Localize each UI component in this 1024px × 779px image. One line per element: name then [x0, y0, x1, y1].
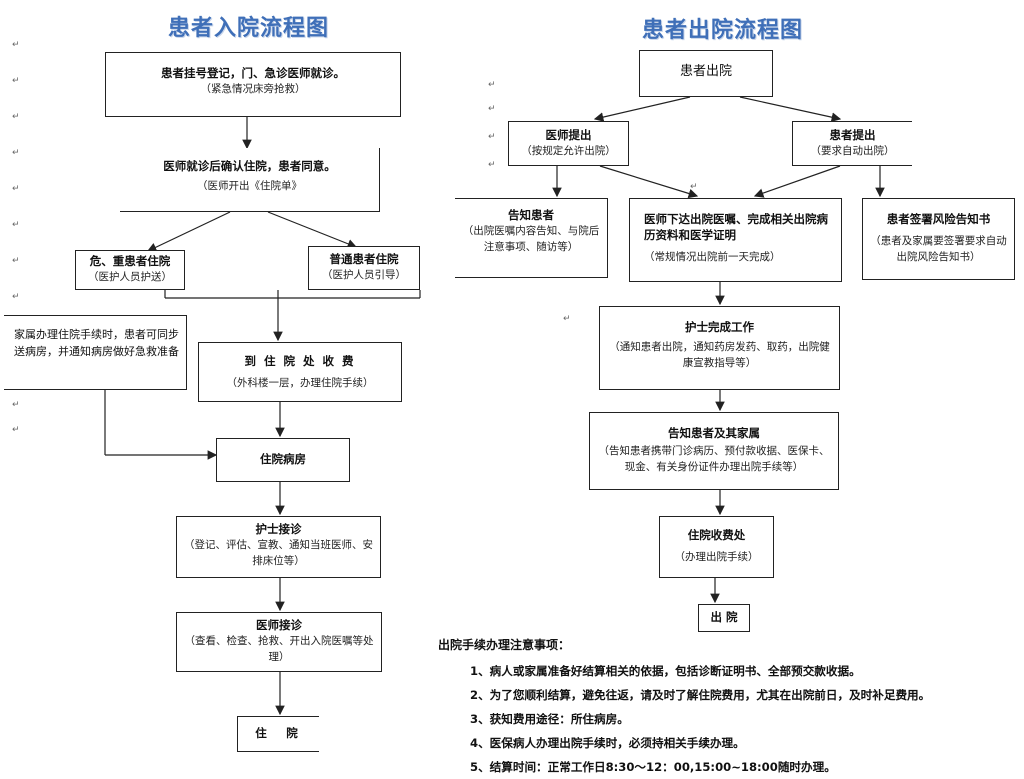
- admission-end-box: 住 院: [237, 716, 319, 752]
- discharge-inform-family-box: 告知患者及其家属 （告知患者携带门诊病历、预付款收据、医保卡、现金、有关身份证件…: [589, 412, 839, 490]
- admission-confirm-box: 医师就诊后确认住院，患者同意。 （医师开出《住院单》: [120, 148, 380, 212]
- admission-family-note-text: 家属办理住院手续时，患者可同步送病房，并通知病房做好急救准备: [14, 328, 179, 358]
- discharge-patient-proposes-subtext: （要求自动出院）: [810, 145, 895, 157]
- notes-item: 3、获知费用途径：所住病房。: [470, 712, 629, 726]
- discharge-doctor-proposes-text: 医师提出: [545, 128, 592, 142]
- admission-ward-box: 住院病房: [216, 438, 350, 482]
- discharge-nurse-done-subtext: （通知患者出院，通知药房发药、取药，出院健康宣教指导等）: [609, 341, 830, 369]
- discharge-end-box: 出 院: [698, 604, 750, 632]
- admission-normal-text: 普通患者住院: [329, 252, 399, 266]
- admission-nurse-text: 护士接诊: [255, 522, 302, 536]
- discharge-doctor-proposes-box: 医师提出 （按规定允许出院）: [508, 121, 629, 166]
- notes-item: 2、为了您顺利结算，避免往返，请及时了解住院费用，尤其在出院前日，及时补足费用。: [470, 688, 931, 702]
- discharge-orders-text: 医师下达出院医嘱、完成相关出院病历资料和医学证明: [644, 212, 828, 242]
- admission-cashier-box: 到 住 院 处 收 费 （外科楼一层，办理住院手续）: [198, 342, 402, 402]
- discharge-end-text: 出 院: [710, 610, 738, 624]
- discharge-cashier-box: 住院收费处 （办理出院手续）: [659, 516, 774, 578]
- discharge-cashier-text: 住院收费处: [687, 528, 746, 542]
- notes-item: 1、病人或家属准备好结算相关的依据，包括诊断证明书、全部预交款收据。: [470, 664, 861, 678]
- admission-family-note-box: 家属办理住院手续时，患者可同步送病房，并通知病房做好急救准备: [4, 315, 187, 390]
- admission-title: 患者入院流程图: [168, 15, 330, 41]
- admission-register-subtext: （紧急情况床旁抢救）: [200, 83, 306, 95]
- admission-normal-subtext: （医护人员引导）: [322, 269, 406, 281]
- discharge-inform-family-subtext: （告知患者携带门诊病历、预付款收据、医保卡、现金、有关身份证件办理出院手续等）: [598, 445, 830, 473]
- discharge-nurse-done-box: 护士完成工作 （通知患者出院，通知药房发药、取药，出院健康宣教指导等）: [599, 306, 840, 390]
- notes-title: 出院手续办理注意事项：: [438, 638, 571, 652]
- discharge-notes: 出院手续办理注意事项： 1、病人或家属准备好结算相关的依据，包括诊断证明书、全部…: [438, 636, 1023, 779]
- admission-register-box: 患者挂号登记，门、急诊医师就诊。 （紧急情况床旁抢救）: [105, 52, 401, 117]
- admission-cashier-text: 到 住 院 处 收 费: [244, 354, 356, 368]
- discharge-risk-subtext: （患者及家属要签署要求自动出院风险告知书）: [870, 235, 1007, 263]
- discharge-patient-proposes-box: 患者提出 （要求自动出院）: [792, 121, 912, 166]
- discharge-orders-box: 医师下达出院医嘱、完成相关出院病历资料和医学证明 （常规情况出院前一天完成）: [629, 198, 842, 282]
- discharge-nurse-done-text: 护士完成工作: [685, 320, 754, 334]
- admission-ward-text: 住院病房: [260, 452, 306, 466]
- admission-doctor-box: 医师接诊 （查看、检查、抢救、开出入院医嘱等处理）: [176, 612, 382, 672]
- discharge-patient-proposes-text: 患者提出: [829, 128, 876, 142]
- discharge-title: 患者出院流程图: [642, 17, 804, 43]
- admission-cashier-subtext: （外科楼一层，办理住院手续）: [226, 377, 374, 389]
- admission-doctor-text: 医师接诊: [256, 618, 302, 632]
- notes-item: 4、医保病人办理出院手续时，必须持相关手续办理。: [470, 736, 745, 750]
- discharge-inform-box: 告知患者 （出院医嘱内容告知、与院后注意事项、随访等）: [455, 198, 608, 278]
- discharge-start-box: 患者出院: [639, 50, 773, 97]
- admission-register-text: 患者挂号登记，门、急诊医师就诊。: [161, 66, 345, 80]
- discharge-inform-subtext: （出院医嘱内容告知、与院后注意事项、随访等）: [462, 225, 600, 253]
- discharge-inform-family-text: 告知患者及其家属: [668, 426, 760, 440]
- discharge-doctor-proposes-subtext: （按规定允许出院）: [521, 145, 616, 157]
- admission-confirm-subtext: （医师开出《住院单》: [197, 180, 302, 192]
- discharge-start-text: 患者出院: [679, 64, 732, 79]
- discharge-cashier-subtext: （办理出院手续）: [674, 551, 759, 563]
- discharge-orders-subtext: （常规情况出院前一天完成）: [644, 251, 781, 263]
- discharge-risk-text: 患者签署风险告知书: [886, 212, 991, 226]
- admission-nurse-box: 护士接诊 （登记、评估、宣教、通知当班医师、安排床位等）: [176, 516, 381, 578]
- discharge-inform-text: 告知患者: [508, 208, 554, 222]
- admission-doctor-subtext: （查看、检查、抢救、开出入院医嘱等处理）: [184, 635, 374, 663]
- admission-end-text: 住 院: [255, 726, 302, 740]
- admission-critical-subtext: （医护人员护送）: [88, 271, 172, 283]
- admission-critical-box: 危、重患者住院 （医护人员护送）: [75, 250, 185, 290]
- discharge-risk-box: 患者签署风险告知书 （患者及家属要签署要求自动出院风险告知书）: [862, 198, 1015, 280]
- admission-confirm-text: 医师就诊后确认住院，患者同意。: [163, 159, 336, 173]
- admission-critical-text: 危、重患者住院: [89, 254, 171, 268]
- admission-normal-box: 普通患者住院 （医护人员引导）: [308, 246, 420, 290]
- admission-nurse-subtext: （登记、评估、宣教、通知当班医师、安排床位等）: [184, 539, 373, 567]
- notes-item: 5、结算时间：正常工作日8:30～12：00,15:00~18:00随时办理。: [470, 760, 836, 774]
